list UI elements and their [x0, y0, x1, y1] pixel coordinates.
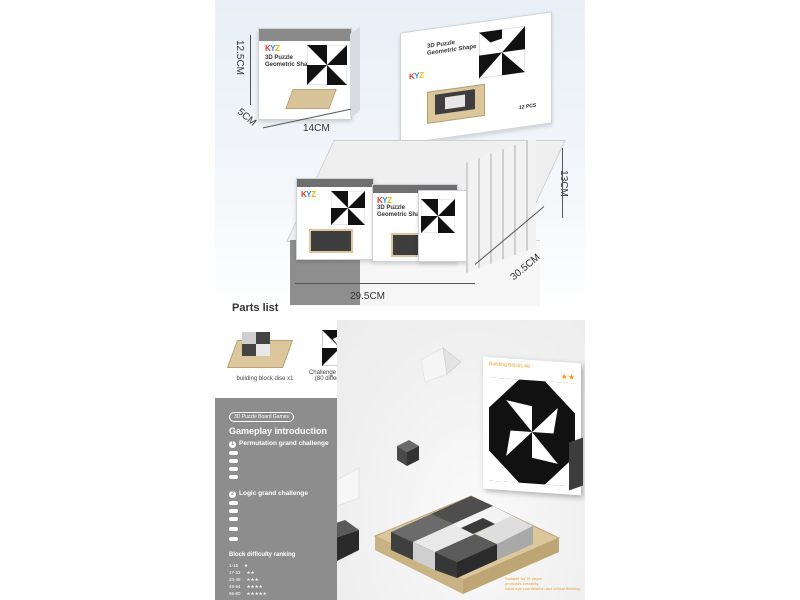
section2-title: Logic grand challenge: [239, 490, 308, 497]
small-product-box: KYZ 3D Puzzle Geometric Shape: [258, 28, 352, 120]
card-label: Building Blocks 48: [489, 360, 530, 370]
box-title-line2: Geometric Shape: [377, 212, 427, 218]
display-lid: KYZ 3D Puzzle Geometric Shape 12 PCS: [400, 11, 552, 145]
brand-logo: KYZ: [265, 44, 280, 53]
gameplay-info-panel: 3D Puzzle Board Games Gameplay introduct…: [215, 398, 337, 600]
dim-small-width: 14CM: [303, 123, 330, 134]
difficulty-range: 33-48: [229, 577, 241, 582]
difficulty-range: 1-16: [229, 563, 239, 568]
tray-box: [418, 190, 468, 262]
pinwheel-card-image: [307, 45, 347, 85]
footer-line2: promotes creativity: [505, 581, 539, 586]
difficulty-range: 17-32: [229, 570, 241, 575]
difficulty-stars: ★: [244, 563, 249, 568]
box-tray-image: [285, 89, 337, 109]
difficulty-stars: ★★★★: [246, 584, 263, 589]
parts-list-title: Parts list: [232, 302, 279, 314]
difficulty-stars: ★★: [246, 570, 255, 575]
section1-number: 1: [229, 441, 236, 448]
gameplay-tag: 3D Puzzle Board Games: [229, 412, 295, 422]
brand-logo: KYZ: [409, 70, 424, 82]
difficulty-range: 49-64: [229, 584, 241, 589]
dim-small-height: 12.5CM: [234, 39, 246, 76]
challenge-card-display: Building Blocks 48 ★★: [483, 356, 581, 496]
floating-white-wedge: [337, 468, 360, 507]
dim-display-height: 13CM: [557, 170, 569, 197]
wooden-tray-with-blocks: [373, 495, 561, 594]
card-stars: ★★: [560, 372, 575, 383]
box-title-line1: 3D Puzzle: [377, 205, 406, 211]
floating-dark-block: [397, 440, 419, 466]
difficulty-stars: ★★★★★: [246, 591, 267, 596]
difficulty-row: 33-48 ★★★: [229, 577, 259, 583]
building-block-image: [226, 326, 294, 370]
pinwheel-card-image: [479, 26, 525, 79]
box-title-line1: 3D Puzzle: [265, 55, 294, 61]
footer-line3: hand-eye coordination and critical think…: [505, 586, 580, 591]
floating-white-block: [420, 347, 462, 383]
difficulty-stars: ★★★: [246, 577, 259, 582]
hero-footer-text: Suitable for 3+ years promotes creativit…: [505, 576, 580, 591]
building-block-caption: building block dise x1: [236, 376, 294, 382]
box-title-line2: Geometric Shape: [265, 62, 315, 68]
card-pinwheel-pattern: [489, 377, 575, 487]
difficulty-row: 17-32 ★★: [229, 570, 255, 576]
difficulty-range: 65-80: [229, 591, 241, 596]
tray-box: KYZ: [296, 178, 374, 260]
dim-display-width: 29.5CM: [350, 291, 386, 302]
footer-line1: Suitable for 3+ years: [505, 576, 542, 581]
section1-title: Permutation grand challenge: [239, 440, 329, 447]
difficulty-row: 49-64 ★★★★: [229, 584, 263, 590]
section2-number: 2: [229, 491, 236, 498]
difficulty-row: 1-16 ★: [229, 563, 248, 569]
hero-product-scene: Building Blocks 48 ★★: [337, 320, 585, 600]
lid-pcs-label: 12 PCS: [519, 102, 537, 111]
gameplay-heading: Gameplay introduction: [229, 426, 328, 436]
difficulty-row: 65-80 ★★★★★: [229, 591, 267, 597]
floating-grey-block: [337, 520, 359, 561]
difficulty-title: Block difficulty ranking: [229, 552, 296, 558]
